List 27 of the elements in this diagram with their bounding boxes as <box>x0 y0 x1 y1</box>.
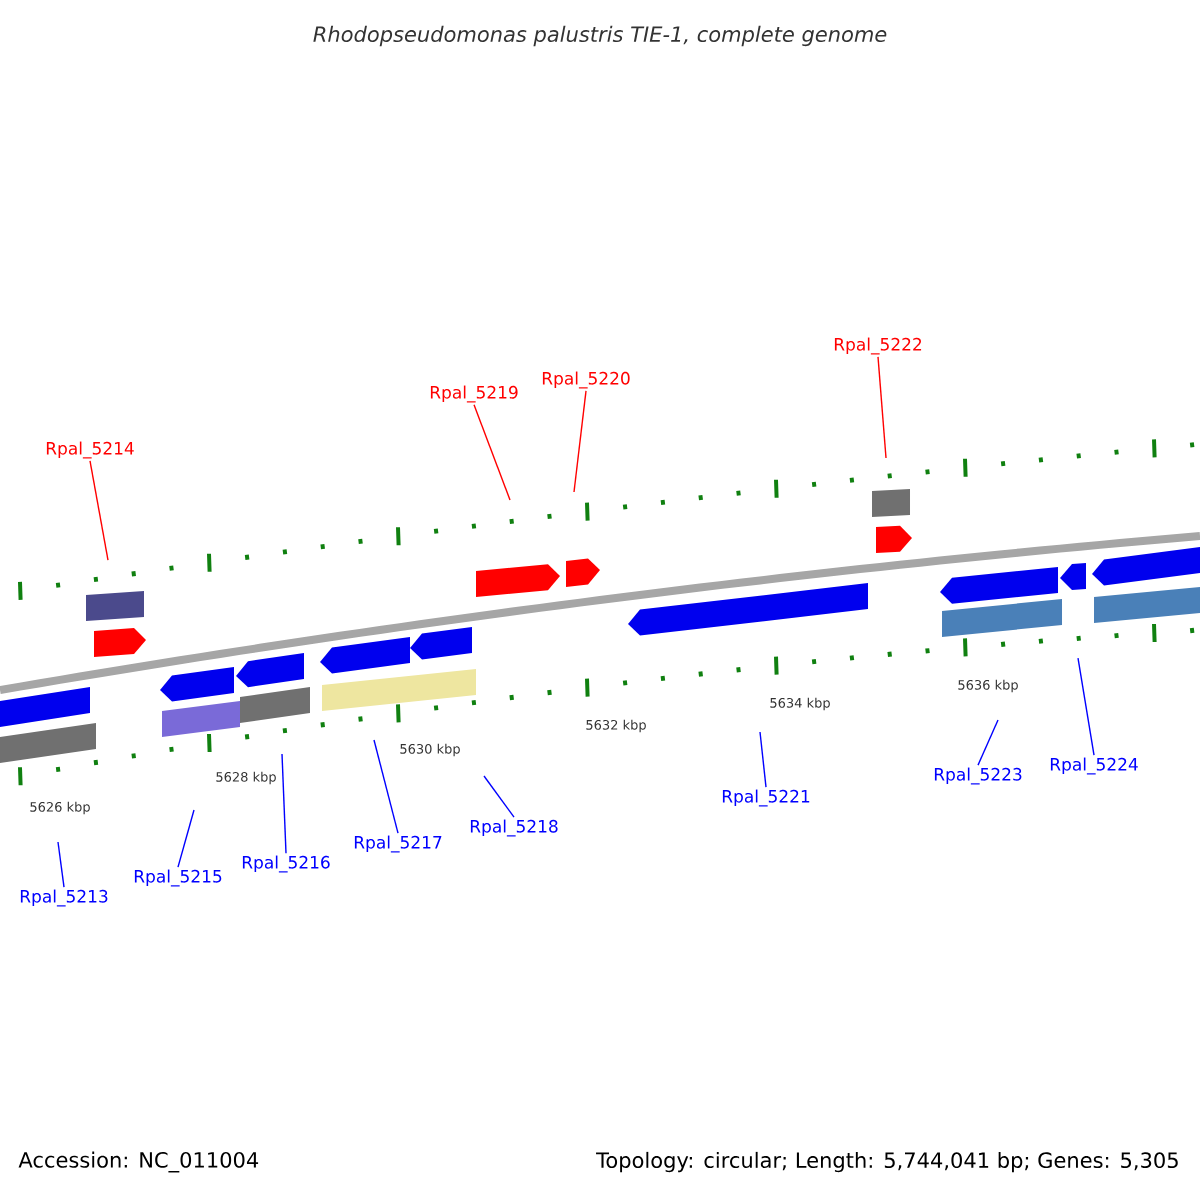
gene-label: Rpal_5223 <box>934 767 1022 785</box>
gene-label: Rpal_5214 <box>46 441 134 459</box>
footer-text: Topology: circular; Length: 5,744,041 bp; Genes: 5,305 <box>596 1151 1178 1173</box>
leader-line <box>877 356 887 459</box>
gene-label: Rpal_5219 <box>430 385 518 403</box>
gene-label: Rpal_5224 <box>1050 757 1138 775</box>
footer-text: Accession: NC_011004 <box>18 1151 259 1173</box>
leader-line <box>759 731 767 788</box>
gene-label: Rpal_5218 <box>470 819 558 837</box>
leader-line <box>977 719 999 766</box>
leader-line <box>89 460 109 561</box>
leader-line <box>373 739 399 834</box>
leader-line <box>483 775 515 818</box>
gene-label: Rpal_5217 <box>354 835 442 853</box>
gene-label: Rpal_5215 <box>134 869 222 887</box>
gene-label: Rpal_5213 <box>20 889 108 907</box>
leader-line <box>1077 657 1095 756</box>
leader-line <box>177 809 195 868</box>
title: Rhodopseudomonas palustris TIE-1, complete genome <box>313 25 887 47</box>
leader-line <box>281 753 287 854</box>
gene-label: Rpal_5222 <box>834 337 922 355</box>
gene-label: Rpal_5216 <box>242 855 330 873</box>
leader-line <box>473 404 511 501</box>
leader-line <box>57 841 65 888</box>
gene-label: Rpal_5220 <box>542 371 630 389</box>
leader-line <box>573 390 587 493</box>
gene-label: Rpal_5221 <box>722 789 810 807</box>
